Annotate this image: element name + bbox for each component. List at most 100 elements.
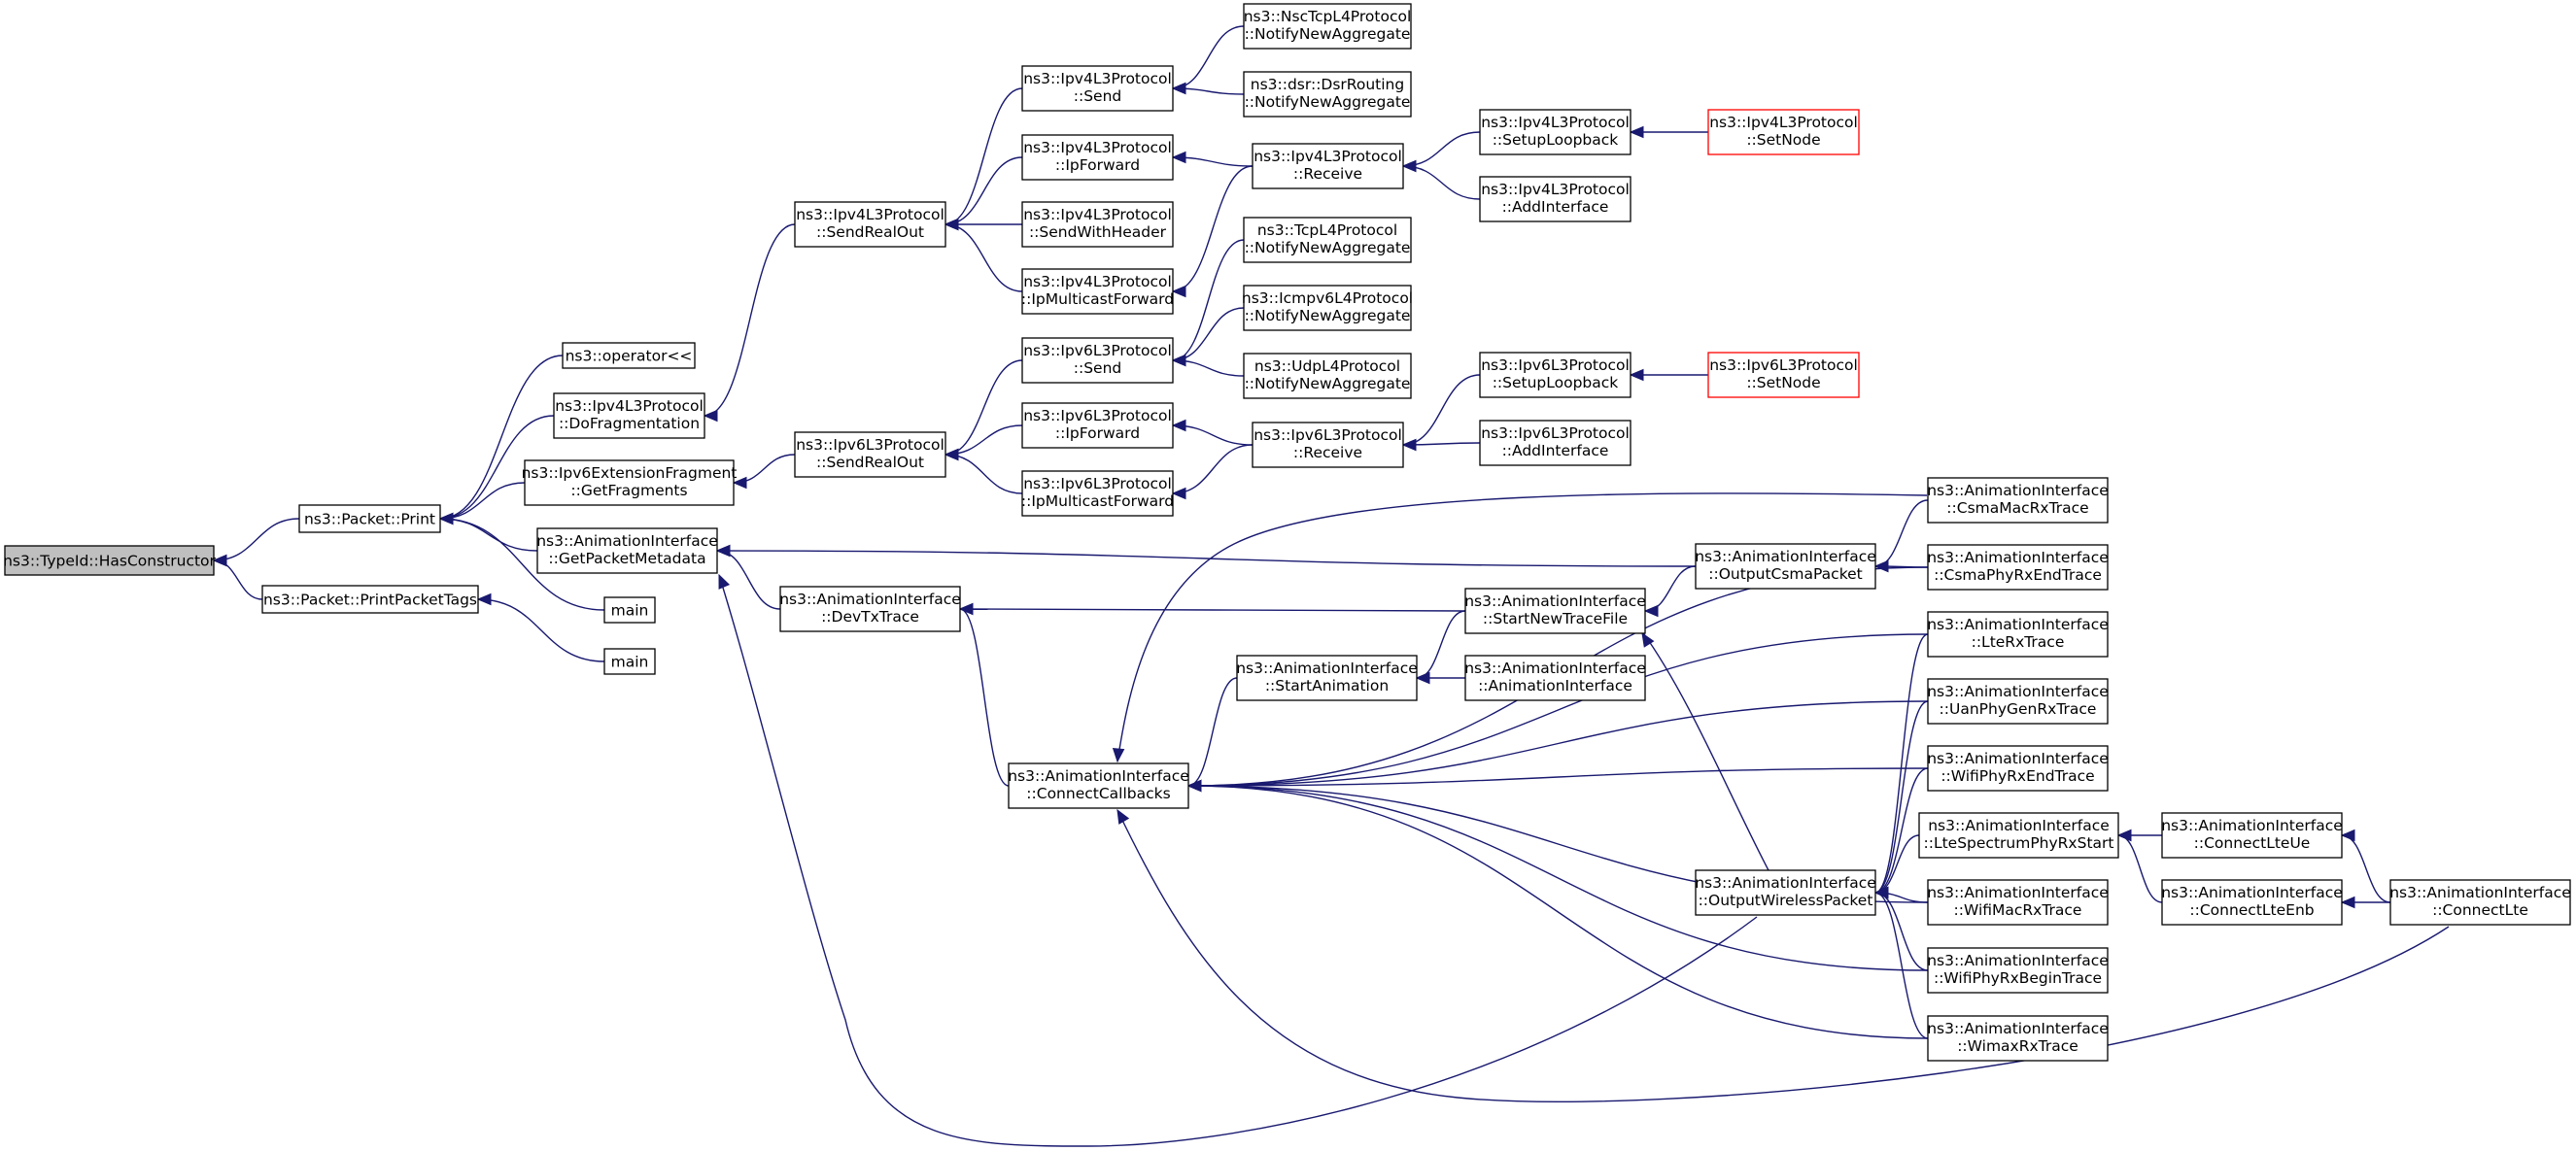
node-wimax[interactable]: ns3::AnimationInterface::WimaxRxTrace — [1927, 1015, 2109, 1062]
edge-line — [1874, 700, 1929, 894]
node-v6addif[interactable]: ns3::Ipv6L3Protocol::AddInterface — [1479, 420, 1631, 466]
arrowhead — [212, 554, 227, 567]
node-label-line: ns3::AnimationInterface — [1927, 683, 2109, 700]
node-outwl[interactable]: ns3::AnimationInterface::OutputWirelessP… — [1695, 869, 1876, 916]
node-v4swh[interactable]: ns3::Ipv4L3Protocol::SendWithHeader — [1021, 201, 1174, 248]
edge-line — [1644, 565, 1697, 612]
node-main2[interactable]: main — [603, 648, 656, 675]
node-label-line: ::AddInterface — [1502, 198, 1609, 216]
node-box — [1479, 420, 1631, 466]
node-box — [603, 648, 656, 675]
node-tcpl4[interactable]: ns3::TcpL4Protocol::NotifyNewAggregate — [1243, 217, 1412, 263]
edge-line — [1172, 307, 1245, 361]
node-connenb[interactable]: ns3::AnimationInterface::ConnectLteEnb — [2161, 879, 2343, 926]
node-main1[interactable]: main — [603, 596, 656, 624]
edge-dsr-to-v4send — [1171, 82, 1245, 95]
node-startanim[interactable]: ns3::AnimationInterface::StartAnimation — [1236, 655, 1418, 701]
node-csmamac[interactable]: ns3::AnimationInterface::CsmaMacRxTrace — [1927, 477, 2109, 524]
node-connlte[interactable]: ns3::AnimationInterface::ConnectLte — [2389, 879, 2571, 926]
edge-line — [1187, 767, 1929, 787]
node-newtrace[interactable]: ns3::AnimationInterface::StartNewTraceFi… — [1464, 588, 1646, 634]
node-v6setnode[interactable]: ns3::Ipv6L3Protocol::SetNode — [1707, 352, 1860, 398]
node-v4ipf[interactable]: ns3::Ipv4L3Protocol::IpForward — [1021, 134, 1174, 181]
node-label-line: ns3::Ipv6L3Protocol — [1023, 342, 1172, 359]
node-conncb[interactable]: ns3::AnimationInterface::ConnectCallback… — [1008, 762, 1189, 809]
edges-layer — [212, 25, 2450, 1147]
edge-v4addif-to-v4recv — [1401, 159, 1481, 200]
node-v4sro[interactable]: ns3::Ipv4L3Protocol::SendRealOut — [794, 201, 946, 248]
node-box — [1695, 869, 1876, 916]
node-label-line: ns3::Ipv6L3Protocol — [1023, 407, 1172, 424]
arrowhead — [1171, 82, 1186, 95]
node-label-line: ::LteSpectrumPhyRxStart — [1924, 834, 2114, 852]
node-label-line: ::IpMulticastForward — [1021, 492, 1174, 510]
node-v6slb[interactable]: ns3::Ipv6L3Protocol::SetupLoopback — [1479, 352, 1631, 398]
node-v6sro[interactable]: ns3::Ipv6L3Protocol::SendRealOut — [794, 431, 946, 478]
node-label-line: ::GetFragments — [570, 482, 687, 499]
edge-main1-to-print — [438, 512, 605, 611]
node-box — [1927, 678, 2109, 725]
edge-v6recv-to-v6ipf — [1171, 419, 1254, 446]
edge-connlte-to-connue — [2340, 829, 2391, 903]
edge-connenb-to-ltespec — [2116, 829, 2163, 903]
node-label-line: ns3::AnimationInterface — [1927, 616, 2109, 633]
node-aictor[interactable]: ns3::AnimationInterface::AnimationInterf… — [1464, 655, 1646, 701]
node-box — [1021, 337, 1174, 384]
node-box — [1695, 543, 1876, 590]
node-oplt[interactable]: ns3::operator<< — [562, 342, 696, 369]
node-dsr[interactable]: ns3::dsr::DsrRouting::NotifyNewAggregate — [1243, 71, 1412, 118]
node-label-line: ns3::Ipv4L3Protocol — [796, 206, 945, 223]
node-ltespec[interactable]: ns3::AnimationInterface::LteSpectrumPhyR… — [1918, 812, 2119, 859]
node-v6frag[interactable]: ns3::Ipv6ExtensionFragment::GetFragments — [522, 459, 738, 506]
node-lterx[interactable]: ns3::AnimationInterface::LteRxTrace — [1927, 611, 2109, 658]
edge-v6recv-to-v6mcf — [1171, 444, 1254, 500]
node-v4addif[interactable]: ns3::Ipv4L3Protocol::AddInterface — [1479, 176, 1631, 222]
node-label-line: ns3::AnimationInterface — [536, 532, 718, 550]
node-v6ipf[interactable]: ns3::Ipv6L3Protocol::IpForward — [1021, 402, 1174, 449]
node-nsctcp[interactable]: ns3::NscTcpL4Protocol::NotifyNewAggregat… — [1243, 3, 1412, 50]
edge-udpl4-to-v6send — [1171, 354, 1245, 377]
node-label-line: ::IpForward — [1055, 156, 1140, 174]
node-udpl4[interactable]: ns3::UdpL4Protocol::NotifyNewAggregate — [1243, 353, 1412, 399]
node-wifiphybeg[interactable]: ns3::AnimationInterface::WifiPhyRxBeginT… — [1927, 947, 2109, 994]
node-uanphy[interactable]: ns3::AnimationInterface::UanPhyGenRxTrac… — [1927, 678, 2109, 725]
node-label-line: ::SetNode — [1746, 374, 1820, 391]
node-v4frag[interactable]: ns3::Ipv4L3Protocol::DoFragmentation — [553, 392, 705, 439]
node-label-line: ns3::Ipv6L3Protocol — [1481, 424, 1630, 442]
node-connue[interactable]: ns3::AnimationInterface::ConnectLteUe — [2161, 812, 2343, 859]
edge-v4setnode-to-v4slb — [1629, 125, 1708, 139]
edge-printtags-to-root — [212, 554, 263, 600]
node-v6mcf[interactable]: ns3::Ipv6L3Protocol::IpMulticastForward — [1021, 470, 1174, 517]
node-label-line: main — [611, 654, 649, 671]
node-v6send[interactable]: ns3::Ipv6L3Protocol::Send — [1021, 337, 1174, 384]
node-getmeta[interactable]: ns3::AnimationInterface::GetPacketMetada… — [536, 527, 718, 574]
node-label-line: ns3::Ipv4L3Protocol — [1254, 148, 1402, 165]
node-icmp6[interactable]: ns3::Icmpv6L4Protocol::NotifyNewAggregat… — [1242, 285, 1413, 331]
node-label-line: ns3::Ipv6L3Protocol — [1254, 426, 1402, 444]
node-v4recv[interactable]: ns3::Ipv4L3Protocol::Receive — [1252, 143, 1404, 189]
arrowhead — [1629, 125, 1644, 139]
edge-line — [945, 223, 1023, 292]
node-label-line: ns3::AnimationInterface — [1464, 660, 1646, 677]
node-wifimac[interactable]: ns3::AnimationInterface::WifiMacRxTrace — [1927, 879, 2109, 926]
node-csmaphy[interactable]: ns3::AnimationInterface::CsmaPhyRxEndTra… — [1927, 544, 2109, 591]
node-printtags[interactable]: ns3::Packet::PrintPacketTags — [261, 585, 479, 614]
edge-line — [959, 608, 1010, 787]
node-print[interactable]: ns3::Packet::Print — [298, 504, 441, 533]
node-label-line: ns3::Ipv6L3Protocol — [1023, 475, 1172, 492]
node-v4send[interactable]: ns3::Ipv4L3Protocol::Send — [1021, 65, 1174, 112]
node-v4mcf[interactable]: ns3::Ipv4L3Protocol::IpMulticastForward — [1021, 268, 1174, 315]
node-v6recv[interactable]: ns3::Ipv6L3Protocol::Receive — [1252, 422, 1404, 468]
node-root[interactable]: ns3::TypeId::HasConstructor — [3, 545, 217, 576]
node-label-line: ::WimaxRxTrace — [1957, 1037, 2078, 1055]
node-box — [4, 545, 215, 576]
node-outcsma[interactable]: ns3::AnimationInterface::OutputCsmaPacke… — [1695, 543, 1876, 590]
node-devtx[interactable]: ns3::AnimationInterface::DevTxTrace — [779, 586, 961, 632]
node-v4slb[interactable]: ns3::Ipv4L3Protocol::SetupLoopback — [1479, 109, 1631, 155]
node-v4setnode[interactable]: ns3::Ipv4L3Protocol::SetNode — [1707, 109, 1860, 155]
edge-line — [1874, 633, 1929, 894]
edge-v4sro-to-v4frag — [703, 223, 796, 423]
node-label-line: main — [611, 602, 649, 620]
node-wifiphyend[interactable]: ns3::AnimationInterface::WifiPhyRxEndTra… — [1927, 745, 2109, 792]
node-label-line: ns3::Ipv4L3Protocol — [1023, 206, 1172, 223]
